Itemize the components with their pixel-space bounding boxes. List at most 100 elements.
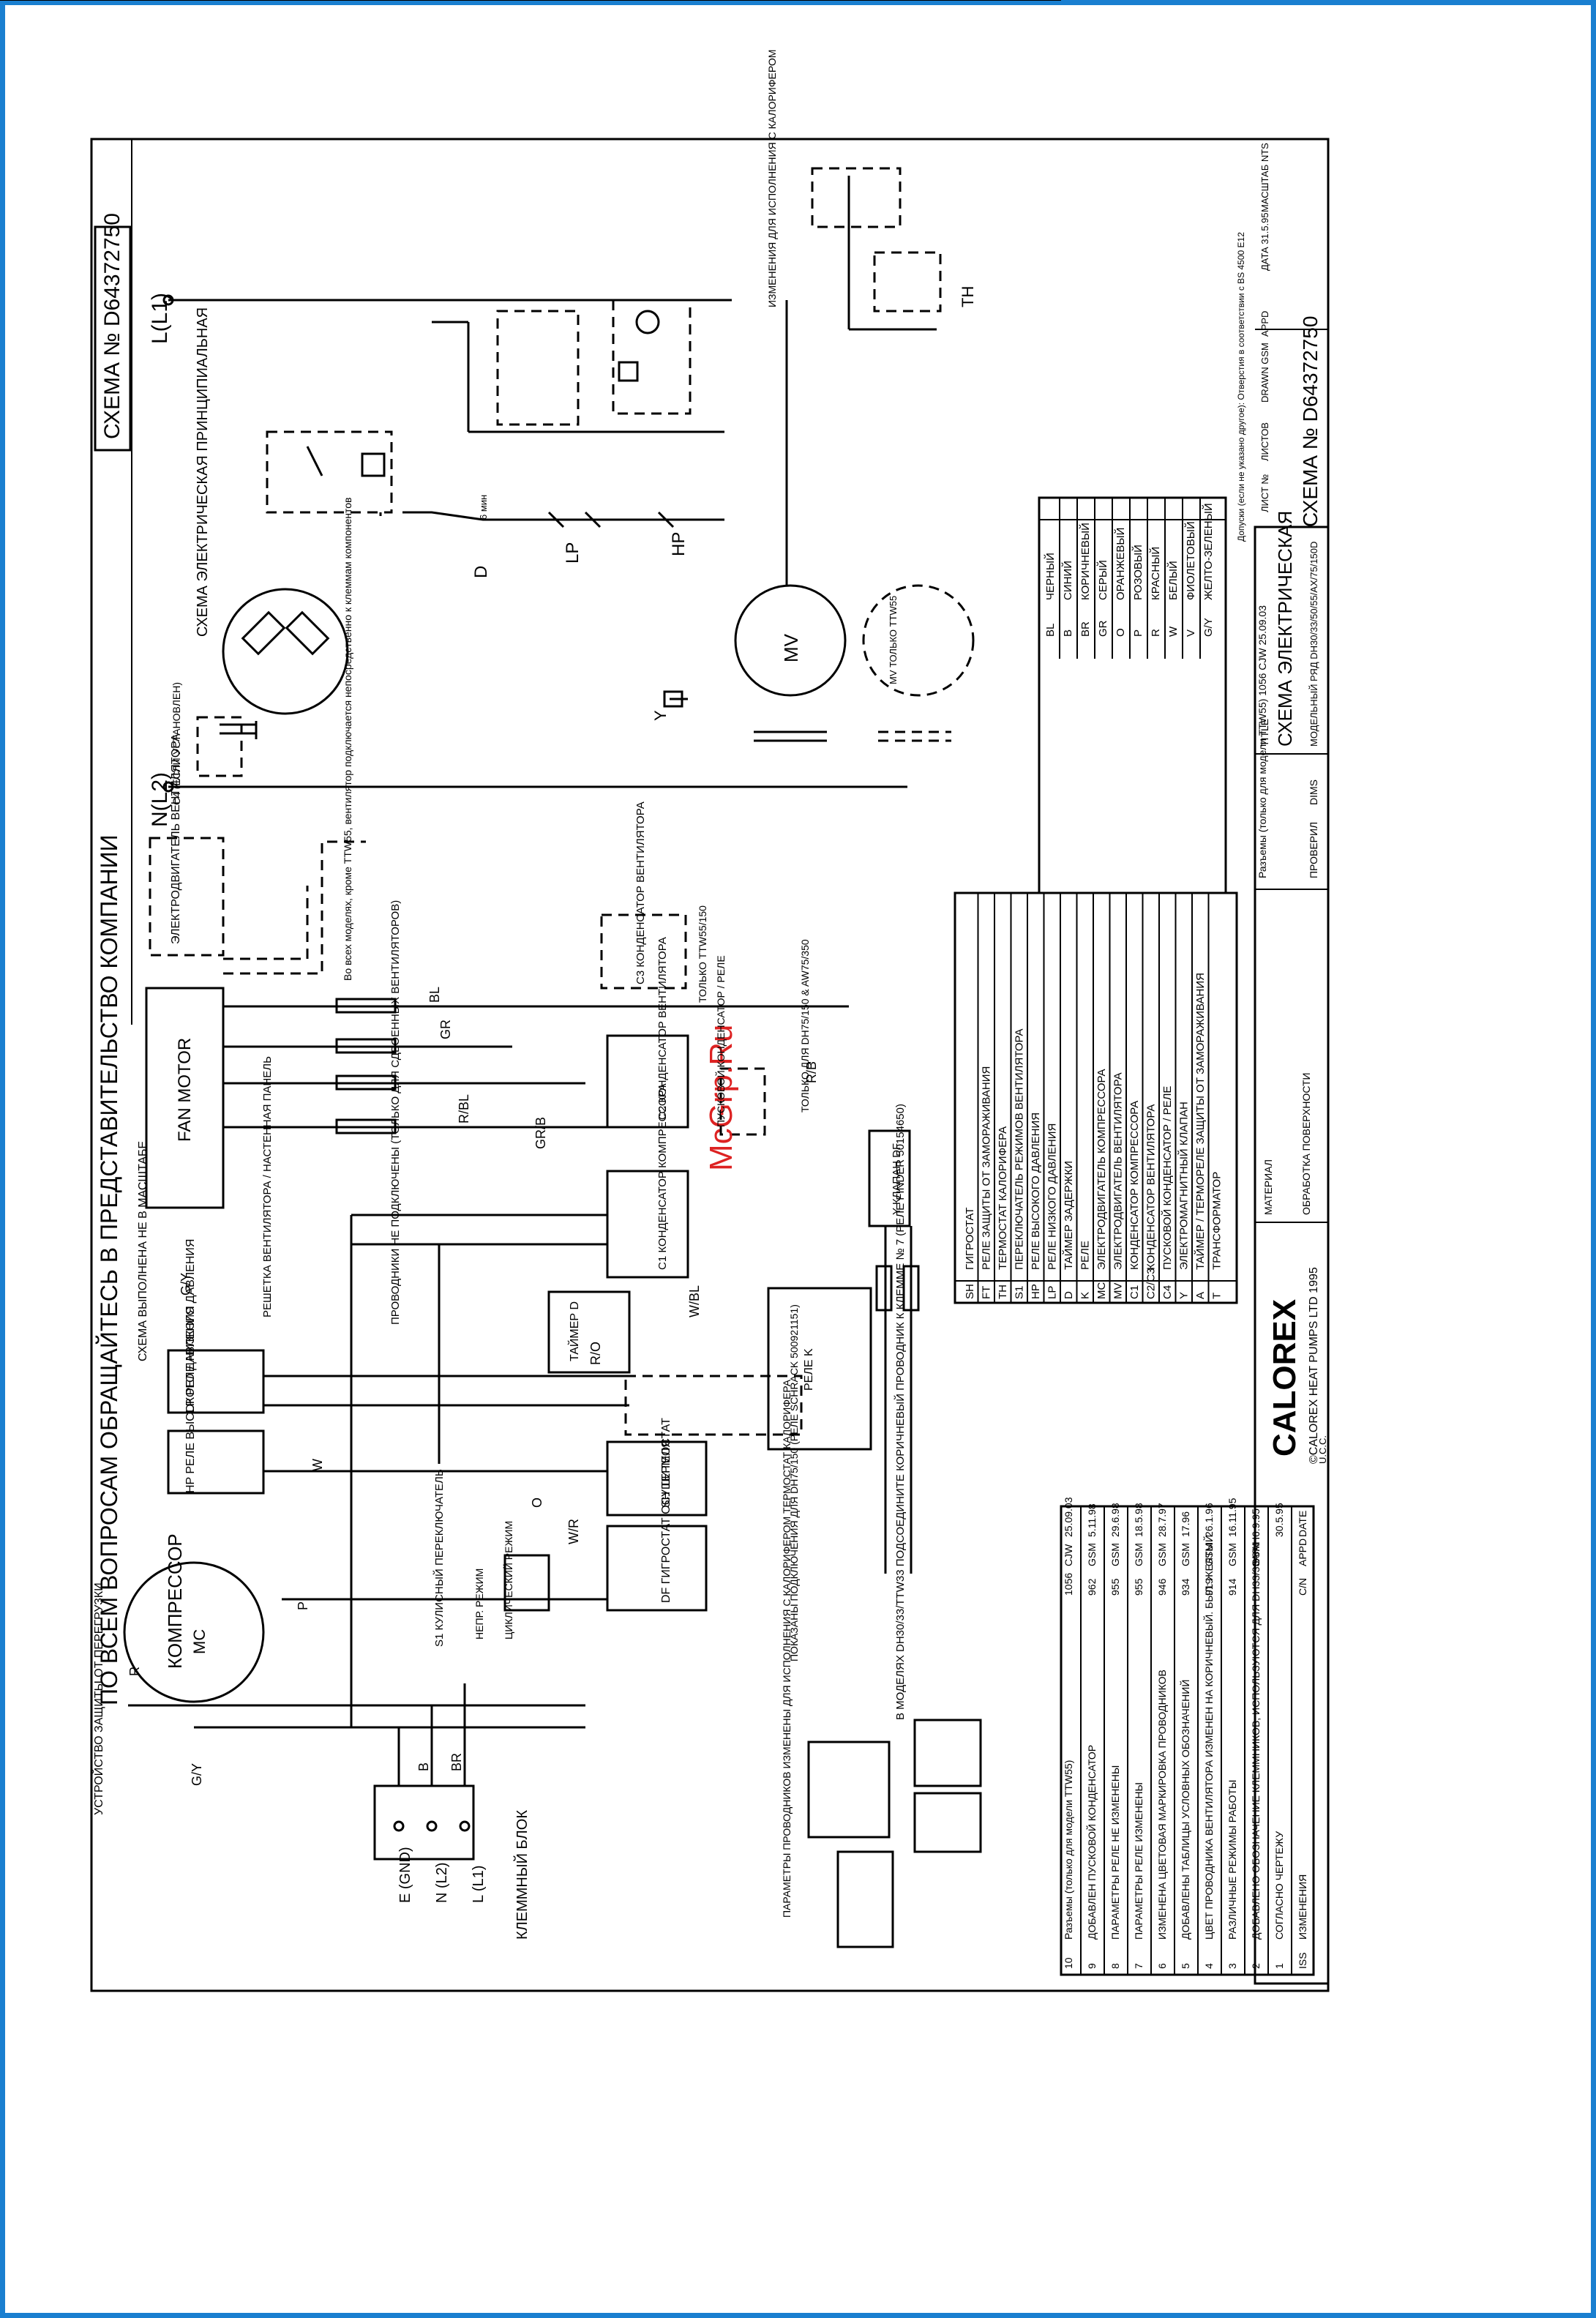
schematic-mv-optional xyxy=(862,584,975,697)
colour-code: B xyxy=(1062,629,1074,637)
revision-header: ИЗМЕНЕНИЯ xyxy=(1297,1874,1308,1940)
colour-code: BR xyxy=(1079,621,1092,637)
wire-label: R xyxy=(127,1667,142,1676)
heater-change-label: ИЗМЕНЕНИЯ ДЛЯ ИСПОЛНЕНИЯ С КАЛОРИФЕРОМ xyxy=(766,50,778,307)
wire-label: G/Y xyxy=(179,1273,193,1296)
component-code: TH xyxy=(997,1285,1009,1299)
component-code: C4 xyxy=(1161,1285,1174,1299)
revision-cell: ДОБАВЛЕНЫ ТАБЛИЦЫ УСЛОВНЫХ ОБОЗНАЧЕНИЙ xyxy=(1179,1680,1191,1940)
c3-label: C3 КОНДЕНСАТОР ВЕНТИЛЯТОРА xyxy=(634,801,647,984)
component-code: FT xyxy=(981,1286,993,1299)
th-mode-switch xyxy=(811,167,902,228)
component-name: ГИГРОСТАТ xyxy=(964,1208,976,1270)
wire-label: B xyxy=(416,1762,431,1771)
valve-y-box xyxy=(868,1129,911,1227)
relay-note: В МОДЕЛЯХ DH30/33/TTW33 ПОДСОЕДИНИТЕ КОР… xyxy=(893,1104,907,1720)
revision-cell: 3 xyxy=(1226,1963,1238,1969)
material-label: МАТЕРИАЛ xyxy=(1262,1159,1274,1215)
compressor-mc xyxy=(123,1561,265,1703)
component-code: C2/C3 xyxy=(1145,1268,1158,1299)
colour-code: O xyxy=(1114,628,1127,637)
colour-name: ЖЕЛТО-ЗЕЛЕНЫЙ xyxy=(1202,503,1215,600)
rail-n2-terminal xyxy=(162,781,174,793)
revision-cell: 955 xyxy=(1109,1578,1121,1596)
heater-params-label: ПАРАМЕТРЫ ПРОВОДНИКОВ ИЗМЕНЕНЫ ДЛЯ ИСПОЛ… xyxy=(781,1379,793,1918)
label-hp: HP xyxy=(669,532,689,556)
thermostat-sh-box xyxy=(606,1440,708,1517)
terminal-block-label: КЛЕММНЫЙ БЛОК xyxy=(513,1810,531,1940)
c4-note: C4 (ЕСЛИ УСТАНОВЛЕН) xyxy=(171,682,182,805)
colour-name: ФИОЛЕТОВЫЙ xyxy=(1184,521,1197,600)
heater-th-block xyxy=(836,1850,894,1948)
revision-cell: 1 xyxy=(1273,1963,1285,1969)
component-code: Y xyxy=(1178,1292,1191,1299)
revision-cell: 26.1.96 xyxy=(1203,1503,1215,1537)
schematic-mv-fan xyxy=(734,584,847,697)
component-code: T xyxy=(1211,1293,1224,1299)
component-name: КОНДЕНСАТОР КОМПРЕССОРА xyxy=(1128,1101,1141,1270)
fan-grille-label: РЕШЕТКА ВЕНТИЛЯТОРА / НАСТЕННАЯ ПАНЕЛЬ xyxy=(261,1056,274,1317)
start-cap-label: ПУСКОВОЙ КОНДЕНСАТОР / РЕЛЕ xyxy=(714,955,727,1127)
connector-2 xyxy=(335,1038,397,1054)
label-l1: L(L1) xyxy=(148,293,172,344)
rocker-label: S1 КУЛИСНЫЙ ПЕРЕКЛЮЧАТЕЛЬ xyxy=(432,1469,446,1647)
safety-chain-wire xyxy=(402,511,724,521)
hp-box xyxy=(167,1429,265,1495)
revision-cell: 7 xyxy=(1133,1963,1144,1969)
rail-l1-terminal xyxy=(162,294,174,306)
surface-label: ОБРАБОТКА ПОВЕРХНОСТИ xyxy=(1300,1072,1312,1215)
header-notice: ПО ВСЕМ ВОПРОСАМ ОБРАЩАЙТЕСЬ В ПРЕДСТАВИ… xyxy=(96,834,122,1705)
revision-cell: 4 xyxy=(1203,1963,1215,1969)
connector-3 xyxy=(335,1074,397,1091)
component-name: ТАЙМЕР ЗАДЕРЖКИ xyxy=(1062,1161,1075,1270)
component-name: РЕЛЕ НИЗКОГО ДАВЛЕНИЯ xyxy=(1046,1124,1059,1270)
revision-cell: 18.5.98 xyxy=(1133,1503,1144,1537)
colour-name: КОРИЧНЕВЫЙ xyxy=(1079,523,1092,600)
revision-cell: GSM xyxy=(1156,1543,1168,1566)
colour-name: ЧЕРНЫЙ xyxy=(1044,553,1057,600)
component-code: S1 xyxy=(1014,1286,1026,1299)
revision-header: DATE xyxy=(1297,1511,1308,1537)
c4-optional-box xyxy=(196,716,243,777)
component-name: РЕЛЕ ВЫСОКОГО ДАВЛЕНИЯ xyxy=(1030,1113,1042,1270)
lp-contact xyxy=(547,511,565,528)
start-relay-box xyxy=(719,1067,766,1136)
sheets-label: ЛИСТОВ xyxy=(1259,422,1270,461)
mc-winding-1 xyxy=(241,610,286,656)
drawn-label: DRAWN GSM xyxy=(1259,343,1270,403)
th-label: TH xyxy=(959,286,977,307)
c1-capacitor-box xyxy=(606,1170,689,1279)
revision-cell: РАЗЛИЧНЫЕ РЕЖИМЫ РАБОТЫ xyxy=(1226,1780,1238,1940)
lp-label: LP РЕЛЕ НИЗКОГО ДАВЛЕНИЯ xyxy=(184,1239,197,1413)
mv-only-label: MV ТОЛЬКО TTW55 xyxy=(888,596,899,684)
component-code: LP xyxy=(1046,1286,1059,1299)
model-range: МОДЕЛЬНЫЙ РЯД DH30/33/50/55/AX/75/150D xyxy=(1308,542,1319,747)
revision-cell: Разъемы (только для модели TTW55) xyxy=(1063,1760,1074,1940)
fan-motor-ru-box xyxy=(149,837,225,957)
heater-sh-block xyxy=(913,1719,982,1787)
colour-name: СЕРЫЙ xyxy=(1096,560,1109,600)
fan-wires-note: ПРОВОДНИКИ НЕ ПОДКЛЮЧЕНЫ (ТОЛЬКО ДЛЯ СДВ… xyxy=(389,900,402,1325)
compressor-label: КОМПРЕССОР xyxy=(164,1533,186,1669)
revision-cell: ЦВЕТ ПРОВОДНИКА ВЕНТИЛЯТОРА ИЗМЕНЕН НА К… xyxy=(1202,1535,1215,1940)
principal-title: СХЕМА ЭЛЕКТРИЧЕСКАЯ ПРИНЦИПИАЛЬНАЯ xyxy=(195,307,211,637)
wire-label: GR/B xyxy=(533,1117,548,1149)
title-label: TITLE xyxy=(1259,719,1270,747)
revision-table xyxy=(1060,1505,1315,1976)
connector-1 xyxy=(335,998,397,1014)
revision-cell: ДОБАВЛЕНО ОБОЗНАЧЕНИЕ КЛЕММНИКОВ, ИСПОЛЬ… xyxy=(1250,1537,1262,1940)
colour-code: P xyxy=(1132,629,1144,637)
component-name: ЭЛЕКТРОДВИГАТЕЛЬ КОМПРЕССОРА xyxy=(1095,1069,1108,1271)
component-name: ТРАНСФОРМАТОР xyxy=(1211,1172,1224,1270)
component-code: HP xyxy=(1030,1284,1042,1299)
revision-cell: GSM xyxy=(1250,1543,1262,1566)
wire-label: GR xyxy=(438,1020,453,1039)
wire-label: R/B xyxy=(804,1061,819,1083)
a-timer-coil xyxy=(618,361,639,382)
revision-cell: 955 xyxy=(1133,1578,1144,1596)
colour-code: BL xyxy=(1044,624,1057,637)
heater-option-block xyxy=(807,1741,891,1839)
